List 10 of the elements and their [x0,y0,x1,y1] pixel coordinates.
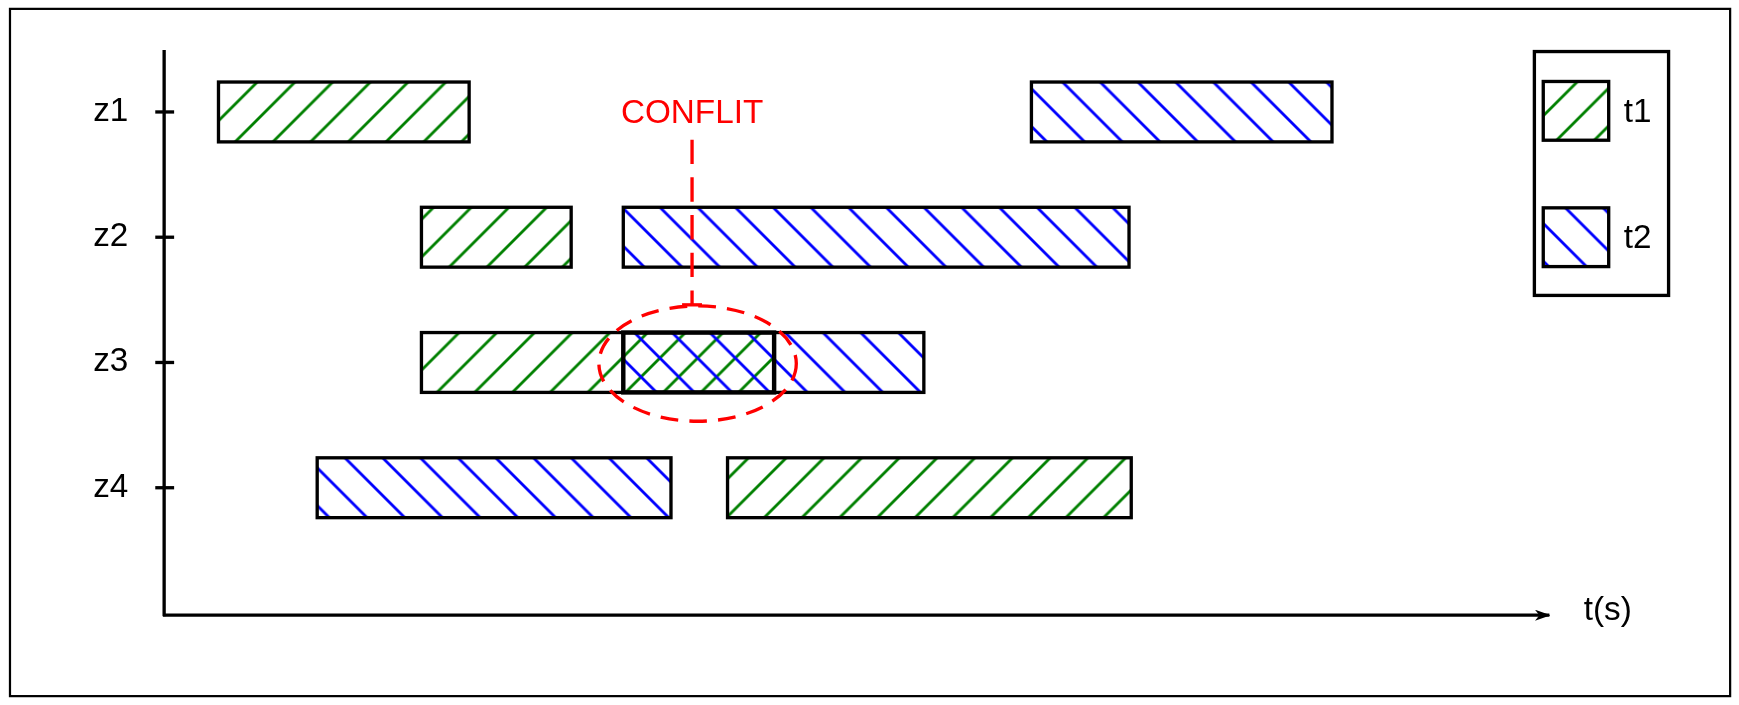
leader-line [680,139,704,307]
row-label: z2 [93,216,129,254]
row-label: z4 [93,466,129,505]
dashed-ellipse [596,303,799,424]
axis-label: t(s) [1583,589,1632,628]
callout-label: CONFLIT [598,93,786,131]
row-label: z1 [93,90,129,129]
legend-label: t2 [1623,218,1652,257]
row-label: z3 [93,341,129,380]
legend-label: t1 [1623,92,1652,130]
